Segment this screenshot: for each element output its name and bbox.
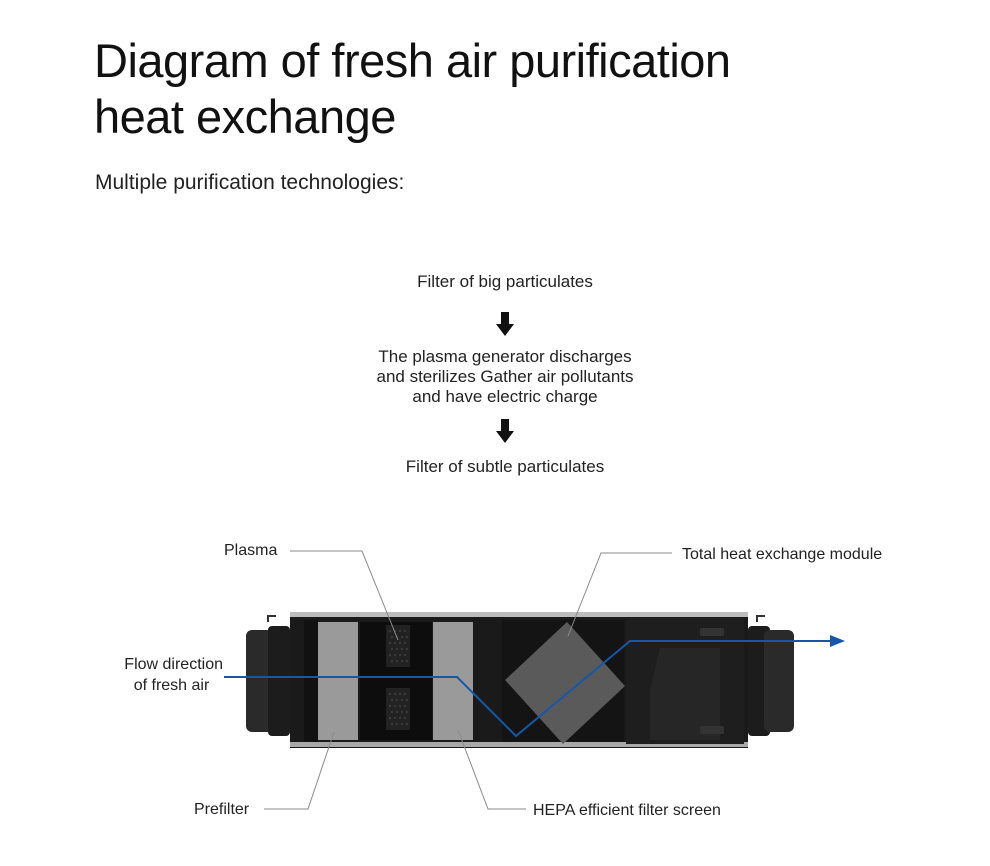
plasma-perforation [390, 659, 394, 663]
plasma-perforation [390, 710, 394, 714]
end-plate-left [304, 620, 318, 742]
plasma-perforation [393, 653, 397, 657]
plasma-perforation [388, 692, 392, 696]
plasma-perforation [403, 716, 407, 720]
prefilter-panel [318, 622, 358, 740]
hepa-leader-line [457, 729, 526, 810]
plasma-perforation [400, 698, 404, 702]
plasma-perforation [390, 722, 394, 726]
plasma-perforation [390, 635, 394, 639]
plasma-perforation [398, 716, 402, 720]
step-plasma-line-2: and sterilizes Gather air pollutants [376, 367, 634, 386]
label-flow-direction-line-2: of fresh air [133, 677, 210, 694]
plasma-leader-line [290, 550, 399, 641]
plasma-perforation [388, 653, 392, 657]
plasma-perforation [405, 659, 409, 663]
leader-lines [264, 550, 672, 810]
plasma-perforation [393, 716, 397, 720]
label-prefilter: Prefilter [194, 801, 250, 818]
plasma-perforation [405, 710, 409, 714]
step-plasma-line-3: and have electric charge [412, 387, 598, 406]
down-arrow-icon [496, 419, 514, 443]
subtitle: Multiple purification technologies: [95, 171, 405, 194]
right-arrow-icon [830, 635, 845, 647]
fresh-air-flow-line [224, 640, 830, 738]
plasma-perforation [405, 647, 409, 651]
page-title: Diagram of fresh air purification heat e… [94, 33, 731, 145]
step-big-particulates: Filter of big particulates [417, 272, 593, 291]
latch-bottom [700, 726, 724, 734]
right-duct [748, 615, 794, 736]
plasma-perforation [403, 641, 407, 645]
title-line-2: heat exchange [94, 90, 396, 143]
down-arrow-icon [496, 312, 514, 336]
plasma-perforation [395, 710, 399, 714]
label-plasma: Plasma [224, 542, 278, 559]
plasma-perforation [400, 722, 404, 726]
plasma-perforation [403, 692, 407, 696]
heat-exchange-leader-line [567, 552, 672, 637]
plasma-perforation [388, 716, 392, 720]
unit-bottom-rail [290, 742, 748, 747]
plasma-perforation [403, 704, 407, 708]
unit-top-rail [290, 612, 748, 617]
plasma-perforation [398, 653, 402, 657]
heat-exchange-core [505, 622, 625, 744]
step-plasma-line-1: The plasma generator discharges [378, 347, 632, 366]
prefilter-leader-line [264, 731, 335, 810]
label-total-heat-exchange: Total heat exchange module [682, 546, 883, 563]
plasma-perforation [390, 698, 394, 702]
step-subtle-particulates: Filter of subtle particulates [405, 457, 605, 476]
plasma-perforation [398, 629, 402, 633]
plasma-perforation [393, 704, 397, 708]
plasma-perforation [390, 647, 394, 651]
plasma-perforation [405, 722, 409, 726]
hepa-filter-panel [433, 622, 473, 740]
plasma-perforation [388, 641, 392, 645]
plasma-perforation [395, 659, 399, 663]
plasma-perforation [395, 722, 399, 726]
plasma-perforation [395, 698, 399, 702]
plasma-perforation [398, 704, 402, 708]
plasma-perforation [403, 653, 407, 657]
plasma-perforation [393, 641, 397, 645]
plasma-perforation [388, 629, 392, 633]
plasma-perforation [405, 635, 409, 639]
step-plasma: The plasma generator discharges and ster… [300, 347, 710, 407]
plasma-perforation [403, 629, 407, 633]
plasma-perforation [400, 635, 404, 639]
plasma-perforation [398, 692, 402, 696]
plasma-perforation [393, 692, 397, 696]
latch-top [700, 628, 724, 636]
label-flow-direction: Flow direction of fresh air [108, 654, 223, 696]
left-duct [246, 615, 290, 736]
plasma-perforation [405, 698, 409, 702]
plasma-perforation [400, 647, 404, 651]
plasma-perforation [400, 710, 404, 714]
plasma-perforation [395, 647, 399, 651]
fan-panel [650, 648, 720, 740]
label-hepa: HEPA efficient filter screen [533, 802, 721, 819]
label-flow-direction-line-1: Flow direction [124, 656, 223, 673]
plasma-perforation [388, 704, 392, 708]
title-line-1: Diagram of fresh air purification [94, 34, 731, 87]
plasma-dots [388, 629, 409, 726]
plasma-perforation [398, 641, 402, 645]
plasma-perforation [400, 659, 404, 663]
